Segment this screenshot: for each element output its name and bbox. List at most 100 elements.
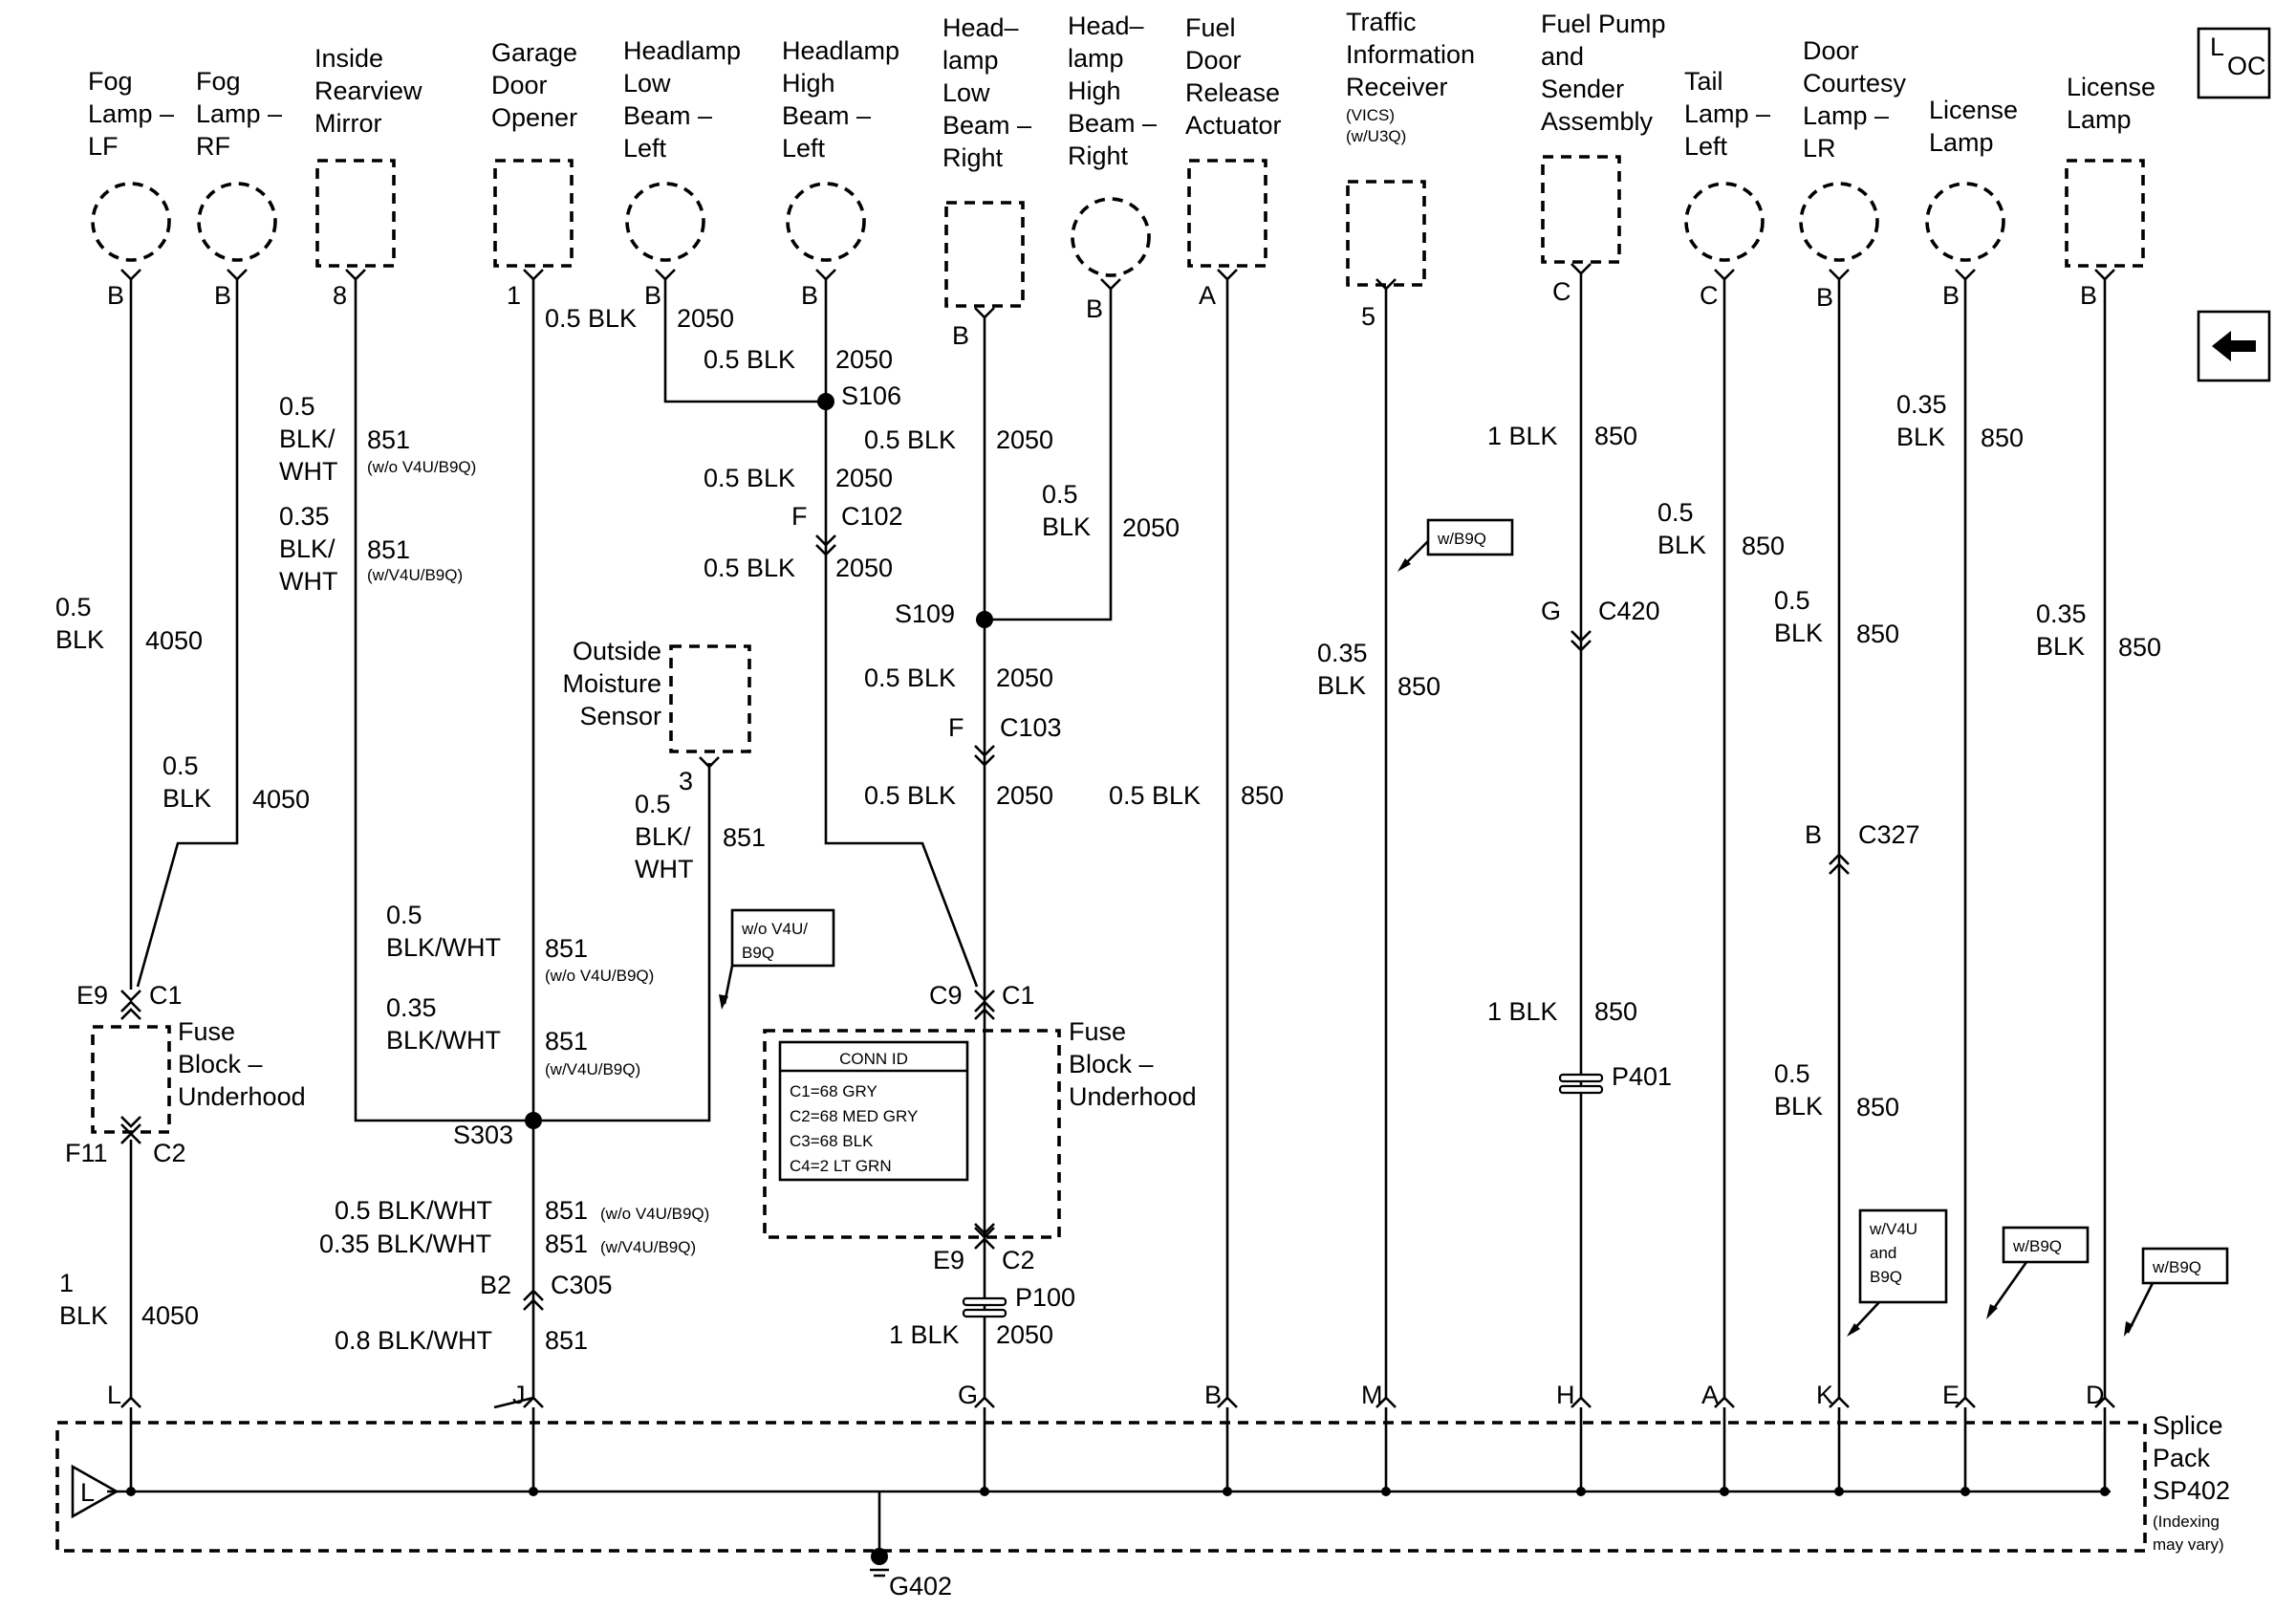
wire-label: 4050	[252, 785, 310, 814]
option-box	[730, 908, 835, 968]
wire-label: 0.8 BLK/WHT	[335, 1326, 492, 1355]
wire-paths	[129, 272, 2107, 1398]
wire-label: 851	[545, 934, 588, 963]
connector-label: G402	[889, 1572, 952, 1600]
wire-label: BLK	[55, 625, 104, 654]
wire-label: 0.5 BLK	[864, 781, 956, 810]
headlamp-high-beam-right-label: High	[1068, 76, 1121, 105]
block-label: Splice	[2153, 1411, 2223, 1440]
door-courtesy-lamp-symbol	[1799, 182, 1879, 262]
inside-rearview-mirror-pin-label: 8	[333, 281, 347, 310]
wire-label: 0.5	[55, 593, 92, 621]
option-box	[1426, 518, 1514, 556]
connector-label: B2	[480, 1271, 511, 1299]
wire-label: 2050	[1122, 513, 1180, 542]
wire-label: BLK/	[279, 425, 336, 453]
connector-label: P100	[1015, 1283, 1075, 1312]
fog-lamp-rf-pin-label: B	[214, 281, 231, 310]
option-note: (w/V4U/B9Q)	[367, 566, 463, 584]
license-lamp-2-pin-label: B	[2080, 281, 2097, 310]
connector-label: C2	[153, 1139, 186, 1167]
license-lamp-2-label: License	[2067, 73, 2155, 101]
wire-label: 0.5	[1042, 480, 1078, 509]
connector-label: C102	[841, 502, 903, 531]
wire-label: 2050	[996, 781, 1053, 810]
splice-dots	[525, 393, 993, 1129]
wire-label: BLK/WHT	[386, 933, 501, 962]
garage-door-opener-pin-label: 1	[507, 281, 521, 310]
door-courtesy-lamp-lr-label: Courtesy	[1803, 69, 1907, 98]
traffic-information-receiver-pin-label: 5	[1361, 302, 1375, 331]
fuel-pump-and-sender-assembly-label: Fuel Pump	[1541, 10, 1666, 38]
option-box	[1858, 1208, 1948, 1304]
bus-junction-dot	[1381, 1487, 1391, 1496]
bus-junction-dot	[529, 1487, 538, 1496]
wire-label: WHT	[279, 567, 337, 596]
fuel-door-release-actuator-label: Release	[1185, 78, 1280, 107]
block-label: Pack	[2153, 1444, 2211, 1472]
conn-id-row: C1=68 GRY	[790, 1082, 877, 1100]
wire-label: 850	[1594, 422, 1637, 450]
wire-label: BLK	[1774, 1092, 1823, 1121]
door-courtesy-lamp-lr-label: Door	[1803, 36, 1859, 65]
wire-label: BLK	[2036, 632, 2085, 661]
headlamp-low-beam-left-label: Low	[623, 69, 671, 98]
block-label: Sensor	[579, 702, 661, 730]
wire-label: BLK	[1317, 671, 1366, 700]
headlamp-low-beam-left-label: Beam –	[623, 101, 712, 130]
wire-label: BLK	[59, 1301, 108, 1330]
traffic-information-receiver-label: Information	[1346, 40, 1475, 69]
connector-label: F	[948, 713, 964, 742]
option-box-label: B9Q	[742, 944, 774, 962]
connector-label: C9	[929, 981, 963, 1010]
connector-label: P401	[1612, 1062, 1672, 1091]
wire-label: WHT	[635, 855, 693, 883]
headlamp-high-beam-left-label: Beam –	[782, 101, 871, 130]
wire-label: 2050	[835, 554, 893, 582]
wire-label: 0.35 BLK/WHT	[319, 1230, 491, 1258]
splice-pin-label: K	[1816, 1381, 1833, 1409]
fuel-pump-and-sender-assembly-pin-label: C	[1552, 277, 1571, 306]
block-label: Fuse	[178, 1017, 235, 1046]
bus-junction-dot	[1834, 1487, 1844, 1496]
headlamp-high-beam-left-pin-label: B	[801, 281, 818, 310]
back-button[interactable]	[2197, 310, 2271, 382]
splice-pin-label: G	[958, 1381, 978, 1409]
wire-label: 0.5	[162, 751, 199, 780]
option-box-label: and	[1870, 1244, 1896, 1262]
headlamp-high-beam-right-label: lamp	[1068, 44, 1124, 73]
outside-moisture-sensor-pin: 3	[679, 767, 693, 795]
location-view-button[interactable]: L OC	[2197, 27, 2271, 99]
traffic-information-receiver-option: (VICS)	[1346, 106, 1395, 124]
wire-label: 2050	[996, 425, 1053, 454]
traffic-information-receiver-label: Traffic	[1346, 8, 1417, 36]
option-arrows	[719, 540, 2155, 1337]
option-box-label: w/B9Q	[1437, 530, 1486, 548]
block-label: Underhood	[1069, 1082, 1197, 1111]
inside-rearview-mirror-label: Rearview	[314, 76, 422, 105]
wire-label: 850	[1241, 781, 1284, 810]
fuel-pump-and-sender-assembly-label: Sender	[1541, 75, 1624, 103]
splice-pin-label: L	[107, 1381, 121, 1409]
connector-pin-ends	[120, 263, 2115, 1409]
fuel-pump-and-sender-assembly-label: and	[1541, 42, 1584, 71]
ground-symbol-label: L	[80, 1478, 95, 1507]
wire-label: 1 BLK	[1487, 422, 1558, 450]
loc-label-oc: OC	[2227, 52, 2266, 80]
option-box	[2141, 1247, 2229, 1285]
bus-junction-dot	[1223, 1487, 1232, 1496]
connector-label: G	[1541, 597, 1561, 625]
wire-label: BLK	[1657, 531, 1706, 559]
tail-lamp-left-pin-label: C	[1700, 281, 1719, 310]
option-box-label: w/V4U	[1869, 1220, 1917, 1238]
headlamp-high-beam-left-label: Left	[782, 134, 826, 163]
connector-label: S109	[895, 599, 955, 628]
wire-label: 851	[545, 1196, 588, 1225]
option-note: (w/V4U/B9Q)	[545, 1060, 640, 1078]
fog-lamp-rf-symbol	[197, 182, 277, 262]
wire-label: 2050	[996, 664, 1053, 692]
wire-label: 4050	[145, 626, 203, 655]
wire-label: 0.5	[279, 392, 315, 421]
wire-label: 0.5 BLK	[545, 304, 637, 333]
conn-id-row: C4=2 LT GRN	[790, 1157, 892, 1175]
